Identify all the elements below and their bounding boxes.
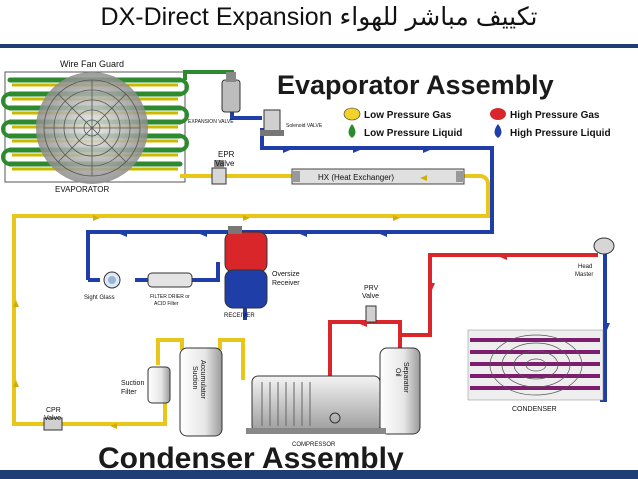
- filter-drier-label-1: FILTER DRIER or: [150, 294, 190, 300]
- compressor-label: COMPRESSOR: [292, 442, 336, 448]
- head-master-label-1: Head: [578, 264, 592, 270]
- legend-item-hp-liquid: High Pressure Liquid: [494, 124, 611, 139]
- legend-label-lp-liquid: Low Pressure Liquid: [364, 128, 462, 139]
- condenser-coil: [467, 329, 604, 401]
- oil-separator-label-1: Oil: [394, 368, 401, 377]
- condenser-heading: Condenser Assembly: [98, 442, 404, 470]
- footer-band: [0, 470, 638, 479]
- sight-glass: [103, 271, 121, 289]
- suction-filter-label-2: Filter: [121, 389, 137, 396]
- expansion-valve-label: EXPANSION VALVE: [188, 119, 234, 125]
- title-rule: [0, 44, 638, 48]
- wire-fan-guard-label: Wire Fan Guard: [60, 59, 124, 69]
- evaporator-heading: Evaporator Assembly: [277, 70, 554, 100]
- condenser-label: CONDENSER: [512, 406, 557, 413]
- prv-valve-label-2: Valve: [362, 293, 379, 300]
- oversize-receiver: [224, 226, 268, 309]
- legend-swatch-hp-liquid: [494, 124, 502, 138]
- cpr-valve-label-2: Valve: [44, 415, 61, 422]
- oversize-receiver-label-2: Receiver: [272, 280, 300, 287]
- cpr-valve: [43, 417, 63, 431]
- solenoid-valve-label: Solenoid VALVE: [286, 123, 323, 129]
- solenoid-valve: [260, 109, 284, 136]
- receiver-label: RECEIVER: [224, 313, 255, 319]
- head-master: [593, 237, 615, 255]
- prv-valve-label-1: PRV: [364, 285, 379, 292]
- legend-label-hp-gas: High Pressure Gas: [510, 110, 600, 121]
- head-master-label-2: Master: [575, 272, 593, 278]
- expansion-valve: [221, 72, 241, 113]
- legend-swatch-hp-gas: [490, 108, 506, 120]
- legend-swatch-lp-gas: [343, 107, 361, 121]
- suction-accumulator-label-1: Suction: [191, 366, 198, 389]
- suction-filter: [147, 366, 171, 404]
- epr-valve-label-1: EPR: [218, 150, 235, 159]
- legend-item-lp-liquid: Low Pressure Liquid: [348, 124, 462, 139]
- hx-label: HX (Heat Exchanger): [318, 173, 394, 182]
- suction-accumulator: [179, 347, 223, 437]
- refrigeration-cycle-diagram: Wire Fan Guard EVAPORATOR: [1, 59, 615, 470]
- compressor: [246, 375, 386, 434]
- epr-valve-label-2: Valve: [215, 159, 235, 168]
- filter-drier-label-2: ACID Filter: [154, 301, 179, 307]
- legend-item-hp-gas: High Pressure Gas: [490, 108, 600, 121]
- legend-label-lp-gas: Low Pressure Gas: [364, 110, 452, 121]
- oversize-receiver-label-1: Oversize: [272, 271, 300, 278]
- legend-item-lp-gas: Low Pressure Gas: [343, 107, 452, 121]
- evaporator-label: EVAPORATOR: [55, 185, 109, 194]
- oil-separator: [379, 347, 421, 435]
- filter-drier: [147, 272, 193, 288]
- slide-title: DX-Direct Expansion تكييف مباشر للهواء: [100, 3, 538, 31]
- legend: Low Pressure Gas Low Pressure Liquid Hig…: [343, 107, 611, 139]
- fan-guard: [36, 72, 148, 184]
- oil-separator-label-2: Separator: [402, 362, 409, 393]
- suction-accumulator-label-2: Accumulator: [199, 360, 206, 400]
- epr-valve: [211, 160, 227, 185]
- sight-glass-label: Sight Glass: [84, 295, 115, 301]
- heat-exchanger: [291, 168, 465, 185]
- cpr-valve-label-1: CPR: [46, 407, 61, 414]
- suction-filter-label-1: Suction: [121, 380, 144, 387]
- legend-label-hp-liquid: High Pressure Liquid: [510, 128, 611, 139]
- prv-valve: [365, 305, 377, 323]
- flow-arrows: [13, 147, 610, 429]
- legend-swatch-lp-liquid: [348, 124, 356, 138]
